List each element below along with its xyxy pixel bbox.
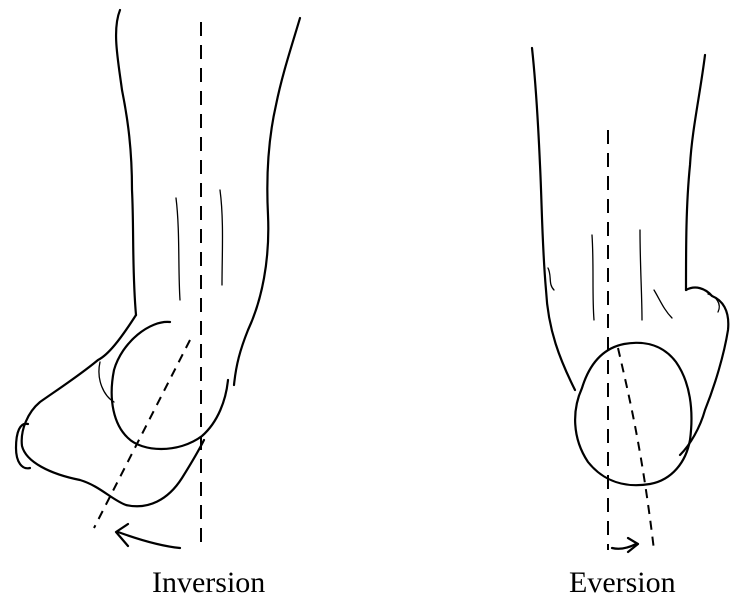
eversion-lateral-foot (680, 288, 728, 455)
inversion-leg-left-contour (116, 10, 136, 315)
eversion-label: Eversion (569, 566, 676, 600)
eversion-tendon-line-2 (640, 230, 642, 320)
eversion-foot-drawing (532, 48, 728, 552)
eversion-tendon-line-1 (592, 235, 594, 320)
inversion-label: Inversion (152, 566, 265, 600)
inversion-heel-axis (94, 340, 190, 528)
eversion-leg-right-contour (686, 55, 705, 290)
inversion-tendon-line-1 (176, 198, 180, 300)
inversion-leg-right-contour (234, 18, 300, 385)
inversion-tendon-line-2 (220, 190, 223, 285)
eversion-sketch-mark-right (654, 290, 672, 318)
eversion-heel-axis (618, 348, 654, 550)
eversion-leg-left-contour (532, 48, 575, 390)
inversion-heel (112, 322, 228, 449)
eversion-sketch-mark-left (548, 268, 554, 290)
inversion-foot-drawing (16, 10, 300, 550)
eversion-lateral-toe (708, 294, 719, 312)
